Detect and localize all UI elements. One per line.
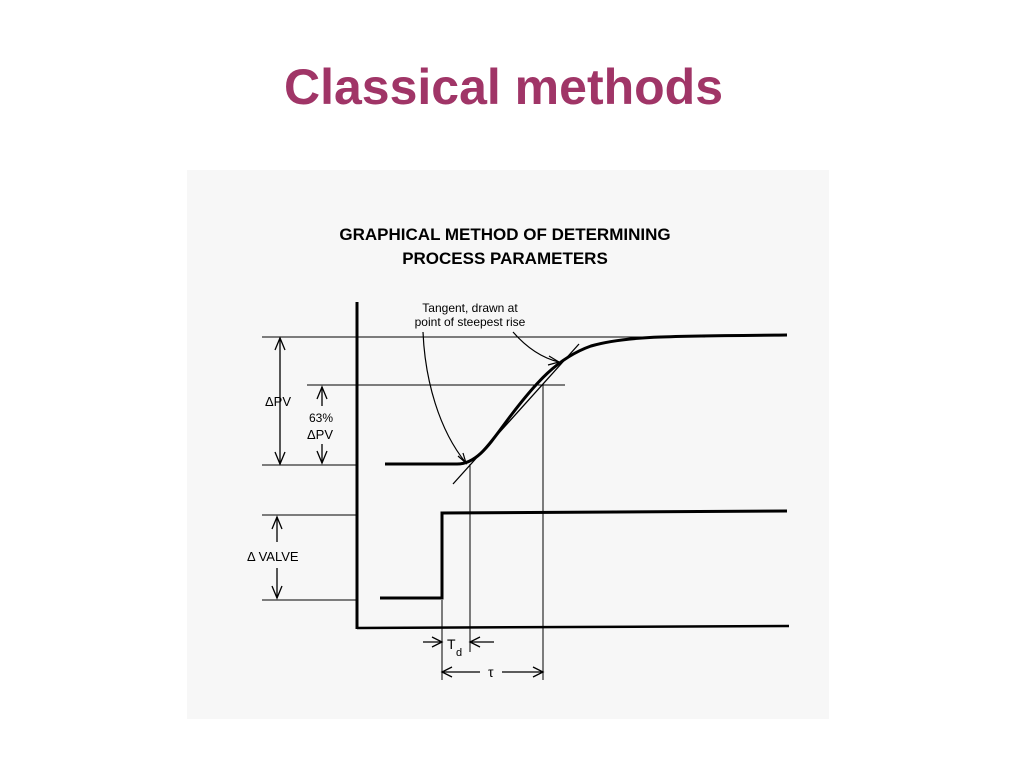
delta-valve-label: Δ VALVE (247, 549, 299, 564)
figure-heading-line1: GRAPHICAL METHOD OF DETERMINING (339, 225, 670, 244)
figure-heading-line2: PROCESS PARAMETERS (402, 249, 608, 268)
process-parameters-figure: GRAPHICAL METHOD OF DETERMINING PROCESS … (187, 170, 829, 719)
tangent-note-leaders (422, 331, 561, 465)
delta-valve-dimension (271, 515, 283, 600)
tangent-line (452, 343, 580, 485)
slide-title: Classical methods (283, 59, 724, 115)
td-label: T (447, 636, 456, 652)
tangent-note-line2: point of steepest rise (415, 315, 526, 329)
sixty-three-percent-label: 63% (309, 411, 333, 425)
tangent-note-line1: Tangent, drawn at (422, 301, 518, 315)
td-dimension (423, 636, 494, 648)
valve-step-line (380, 509, 788, 600)
sixty-three-percent-dimension (316, 385, 328, 465)
tau-label: τ (488, 664, 494, 680)
time-axis (356, 624, 790, 630)
delta-pv-label: ΔPV (265, 394, 291, 409)
td-subscript: d (456, 647, 462, 659)
tau-dimension (440, 666, 545, 678)
sixty-three-percent-sublabel: ΔPV (307, 427, 333, 442)
delta-pv-dimension (274, 336, 286, 466)
pv-response-curve (385, 333, 788, 466)
process-diagram: GRAPHICAL METHOD OF DETERMINING PROCESS … (247, 225, 790, 680)
